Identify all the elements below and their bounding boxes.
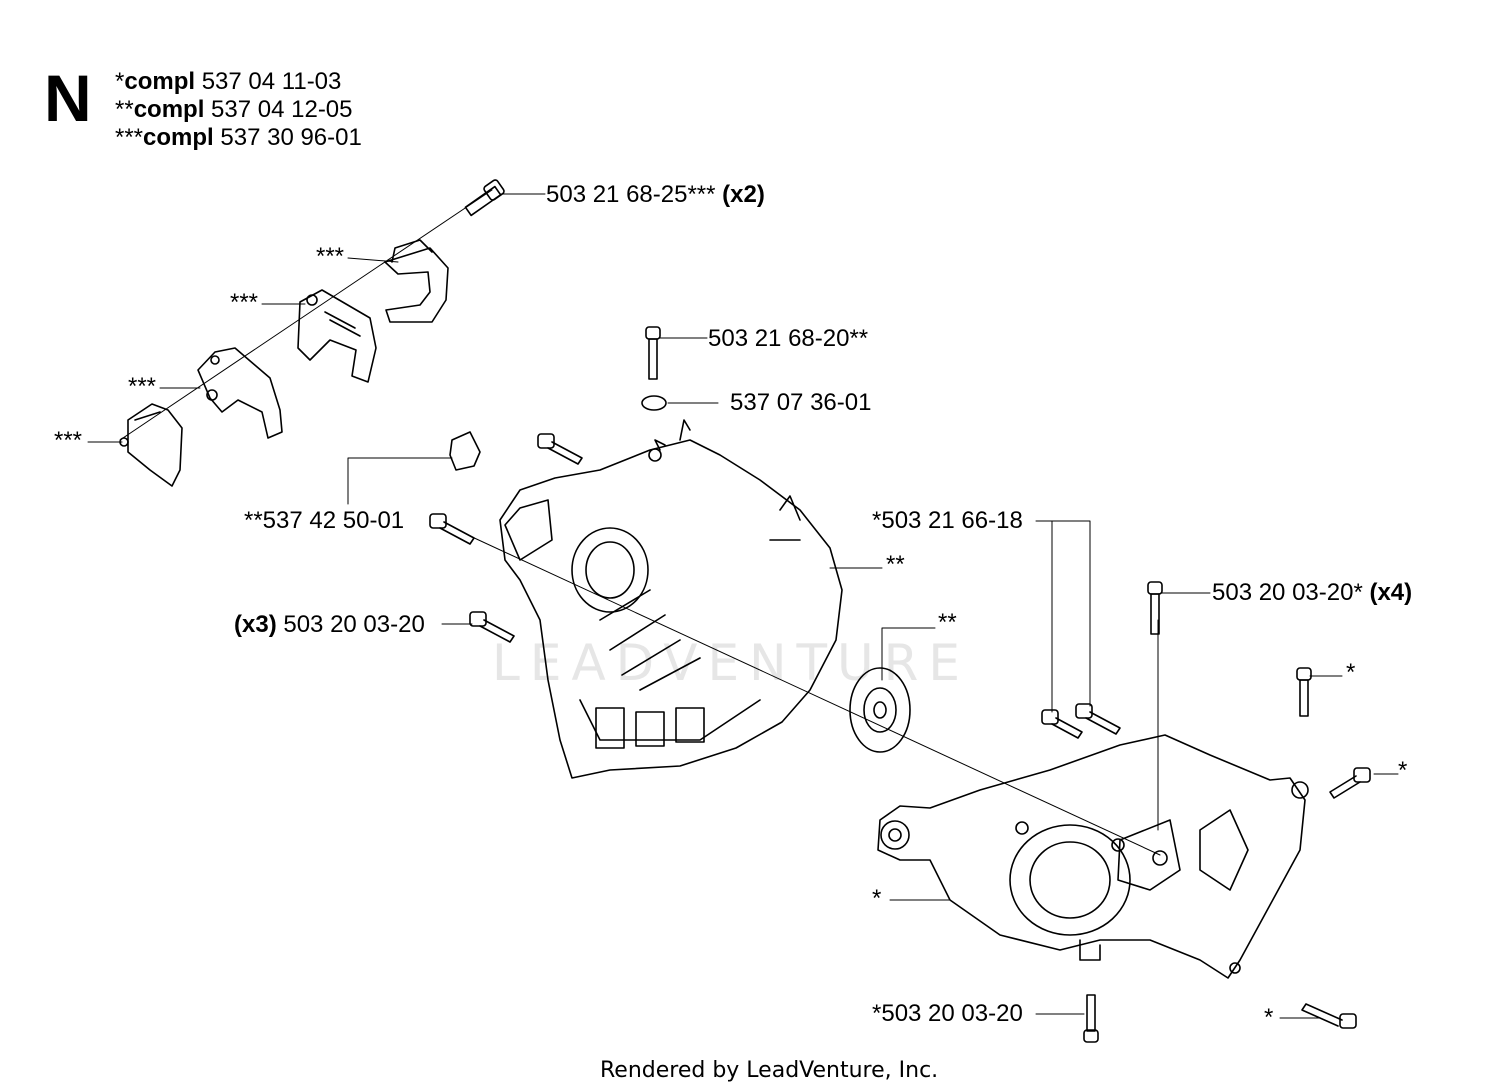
gasket-icon <box>449 431 481 471</box>
callout-clip-left: *** <box>54 427 83 454</box>
crankcase-half-left <box>499 419 843 779</box>
axis-line-cylinder <box>469 535 1161 856</box>
callout-503-20-03-20-bottom: *503 20 03-20 <box>872 1000 1023 1027</box>
callout-screw-right-upper: * <box>1346 659 1356 686</box>
leader-lines <box>87 193 1399 1019</box>
screw-icon-x4 <box>1147 581 1163 635</box>
callout-shield-upper: *** <box>316 243 345 270</box>
callout-bracket-lower: *** <box>128 373 157 400</box>
axis-line-upper <box>119 189 493 441</box>
callout-crankcase-left: ** <box>886 551 905 578</box>
bracket-part-middle <box>297 289 377 383</box>
callout-503-21-68-20: 503 21 68-20** <box>708 325 869 352</box>
callout-bearing: ** <box>938 609 957 636</box>
callout-537-07-36-01: 537 07 36-01 <box>730 389 872 416</box>
screw-icon-crankcase-2 <box>429 513 475 545</box>
screw-icon-right-upper <box>1296 667 1312 717</box>
screw-icon-crankcase-1 <box>537 433 583 465</box>
callout-503-20-03-20-x4: 503 20 03-20* (x4) <box>1212 579 1413 606</box>
callout-503-21-66-18: *503 21 66-18 <box>872 507 1023 534</box>
crankcase-half-right <box>877 734 1309 979</box>
screw-icon-66-18-b <box>1075 703 1121 735</box>
callout-crankcase-right: * <box>872 885 882 912</box>
screw-icon-top <box>464 179 505 217</box>
callout-503-21-68-25: 503 21 68-25*** (x2) <box>546 181 765 208</box>
screw-icon-right-mid <box>1329 767 1371 799</box>
callout-screw-right-mid: * <box>1398 757 1408 784</box>
screw-icon-bottom-center <box>1083 994 1099 1043</box>
bracket-part-lower <box>197 347 283 439</box>
screw-icon-crankcase-3 <box>469 611 515 643</box>
compl-line-1: *compl 537 04 11-03 <box>115 68 342 95</box>
washer-icon <box>641 395 667 411</box>
section-letter: N <box>44 61 92 135</box>
footer-credit: Rendered by LeadVenture, Inc. <box>600 1058 939 1083</box>
screw-icon-bottom-right <box>1301 1003 1357 1029</box>
screw-icon-66-18-a <box>1041 709 1083 739</box>
bearing-icon <box>849 667 911 753</box>
shield-part-upper <box>384 239 449 323</box>
callout-screw-bottom-right: * <box>1264 1004 1274 1031</box>
screw-icon-upper-center <box>645 326 661 380</box>
compl-line-3: ***compl 537 30 96-01 <box>115 124 362 151</box>
callout-bracket-middle: *** <box>230 289 259 316</box>
callout-537-42-50-01: **537 42 50-01 <box>244 507 405 534</box>
callout-503-20-03-20-x3: (x3) 503 20 03-20 <box>234 611 425 638</box>
clip-part-left <box>119 403 183 487</box>
compl-line-2: **compl 537 04 12-05 <box>115 96 353 123</box>
